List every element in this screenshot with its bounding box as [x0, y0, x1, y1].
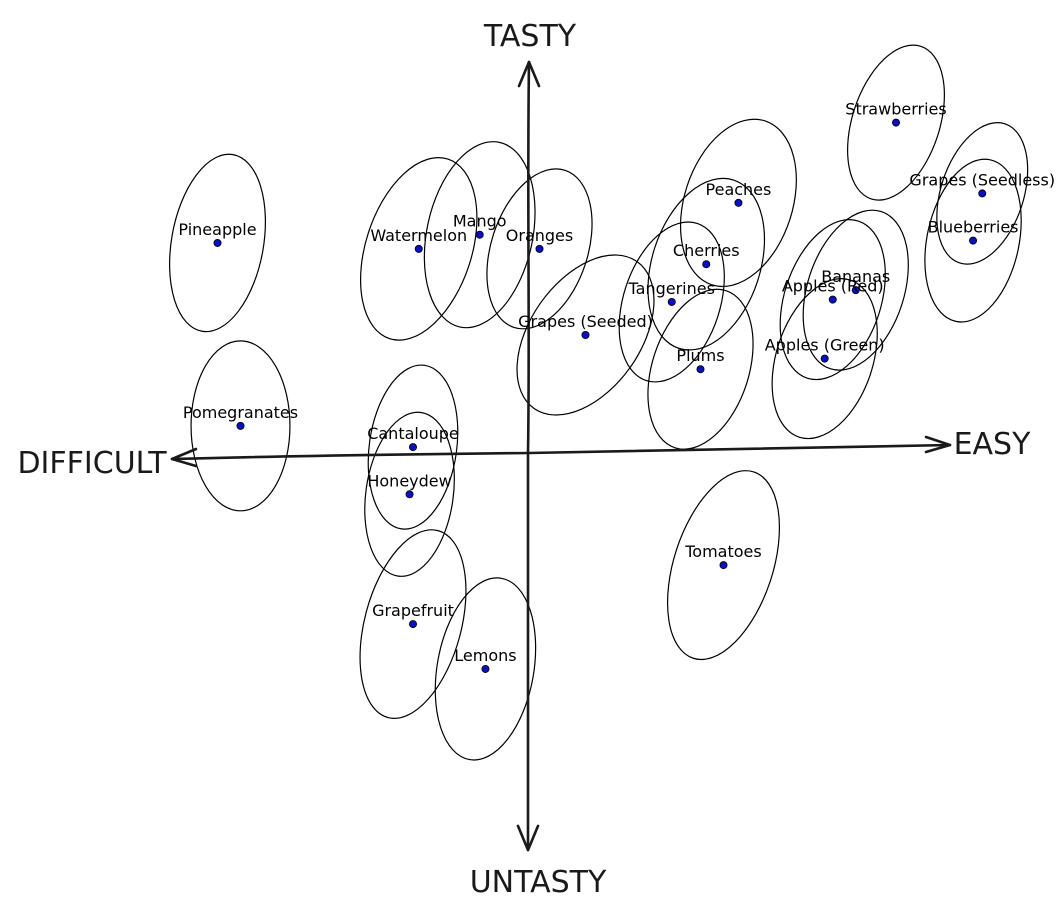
- y-positive-label: TASTY: [483, 19, 577, 54]
- ellipse-pineapple: [168, 153, 267, 333]
- ellipse-oranges: [486, 168, 593, 330]
- label-tomatoes: Tomatoes: [684, 542, 761, 561]
- ellipse-grapefruit: [359, 529, 467, 719]
- point-tomatoes: [719, 561, 728, 570]
- point-grapes-seedless: [978, 189, 987, 198]
- label-blueberries: Blueberries: [928, 218, 1019, 237]
- point-apples-green: [820, 354, 829, 363]
- x-axis-arrow-left: [170, 447, 198, 468]
- label-honeydew: Honeydew: [367, 471, 451, 490]
- x-positive-label: EASY: [954, 427, 1032, 462]
- label-grapes-seeded: Grapes (Seeded): [518, 312, 653, 331]
- ellipse-apples-red: [779, 219, 886, 381]
- label-cherries: Cherries: [673, 241, 740, 260]
- ellipse-plums: [647, 288, 754, 450]
- label-peaches: Peaches: [706, 180, 772, 199]
- x-negative-label: DIFFICULT: [17, 446, 167, 481]
- label-grapefruit: Grapefruit: [372, 601, 454, 620]
- point-pineapple: [213, 238, 222, 247]
- point-blueberries: [969, 236, 978, 245]
- ellipse-tomatoes: [666, 470, 781, 661]
- ellipse-mango: [423, 141, 536, 329]
- point-pomegranates: [236, 421, 245, 430]
- label-lemons: Lemons: [454, 646, 516, 665]
- label-grapes-seedless: Grapes (Seedless): [909, 170, 1055, 189]
- point-strawberries: [892, 118, 901, 127]
- ellipse-watermelon: [359, 157, 478, 341]
- y-negative-label: UNTASTY: [470, 865, 607, 900]
- ellipse-layer: [168, 44, 1029, 761]
- ellipse-grapes-seeded: [516, 254, 655, 416]
- point-honeydew: [405, 490, 414, 499]
- label-watermelon: Watermelon: [370, 226, 467, 245]
- point-bananas: [851, 286, 860, 295]
- ellipse-strawberries: [847, 44, 945, 201]
- point-mango: [475, 230, 484, 239]
- label-oranges: Oranges: [506, 226, 573, 245]
- point-layer: [213, 118, 987, 673]
- ellipse-bananas: [802, 209, 909, 371]
- point-cherries: [702, 260, 711, 269]
- label-pomegranates: Pomegranates: [183, 403, 298, 422]
- ellipse-grapes-seedless: [936, 122, 1029, 265]
- label-apples-green: Apples (Green): [765, 336, 885, 355]
- y-axis-arrow-top: [517, 60, 541, 88]
- label-pineapple: Pineapple: [178, 220, 256, 239]
- ellipse-peaches: [679, 118, 797, 288]
- point-lemons: [481, 664, 490, 673]
- label-bananas: Bananas: [821, 267, 890, 286]
- point-oranges: [535, 244, 544, 253]
- label-plums: Plums: [676, 346, 724, 365]
- point-plums: [696, 365, 705, 374]
- ellipse-blueberries: [924, 158, 1022, 323]
- ellipse-pomegranates: [190, 340, 291, 512]
- point-peaches: [734, 198, 743, 207]
- ellipse-cherries: [647, 177, 766, 351]
- label-mango: Mango: [453, 212, 507, 231]
- ellipse-apples-green: [771, 278, 878, 440]
- point-tangerines: [667, 297, 676, 306]
- axes: TASTY UNTASTY DIFFICULT EASY: [17, 19, 1031, 900]
- point-grapes-seeded: [581, 330, 590, 339]
- point-apples-red: [828, 295, 837, 304]
- x-axis-arrow-right: [924, 435, 952, 454]
- point-grapefruit: [408, 620, 417, 629]
- point-cantaloupe: [408, 443, 417, 452]
- label-tangerines: Tangerines: [628, 279, 715, 298]
- label-cantaloupe: Cantaloupe: [367, 424, 459, 443]
- x-axis-line: [170, 443, 952, 461]
- label-strawberries: Strawberries: [845, 100, 946, 119]
- ellipse-lemons: [434, 577, 537, 761]
- ellipse-tangerines: [618, 221, 725, 383]
- y-axis-arrow-bottom: [516, 824, 540, 852]
- y-axis-line: [526, 60, 531, 852]
- label-apples-red: Apples (Red): [782, 277, 884, 296]
- ellipse-honeydew: [364, 411, 455, 577]
- point-watermelon: [414, 244, 423, 253]
